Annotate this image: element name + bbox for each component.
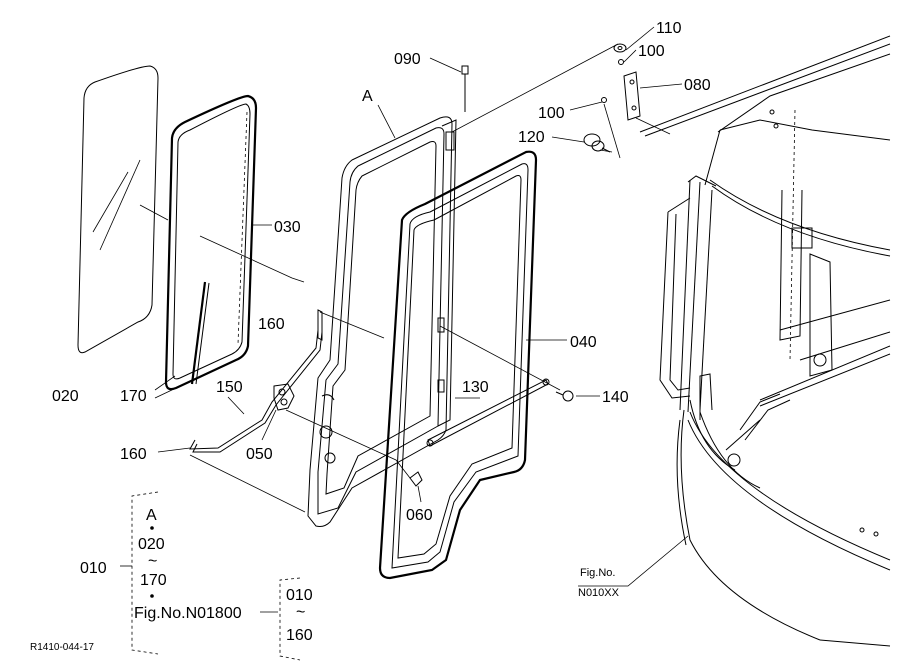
cap-060: [409, 471, 423, 487]
sub-tilde: ~: [296, 604, 305, 621]
weather-strip: [164, 94, 258, 391]
group-from: 020: [138, 536, 165, 553]
part-label-020: 020: [52, 388, 79, 405]
part-label-080: 080: [684, 77, 711, 94]
part-label-120: 120: [518, 129, 545, 146]
part-label-100b: 100: [538, 105, 565, 122]
bolt-090: [461, 65, 469, 112]
seal-strip: [190, 281, 210, 385]
fig-callout-line1: Fig.No.: [580, 567, 615, 579]
sub-to: 160: [286, 627, 313, 644]
part-label-100a: 100: [638, 43, 665, 60]
part-label-030: 030: [274, 219, 301, 236]
group-to: 170: [140, 572, 167, 589]
part-label-a: A: [362, 88, 373, 105]
part-label-130: 130: [462, 379, 489, 396]
part-label-160a: 160: [258, 316, 285, 333]
washer-100b: [601, 97, 607, 103]
group-item-a: A: [146, 507, 157, 524]
part-label-110: 110: [656, 20, 682, 37]
group-tilde: ~: [148, 553, 157, 570]
bolt-140: [555, 390, 574, 402]
part-label-170: 170: [120, 388, 147, 405]
leader-lines: [139, 26, 689, 587]
fig-callout-line2: N010XX: [578, 587, 620, 599]
glass-panel: [77, 65, 159, 354]
latch-050: [273, 383, 295, 411]
group-bracket: [120, 491, 301, 661]
window-frame: [378, 150, 538, 580]
part-label-060: 060: [406, 507, 433, 524]
washer-100a: [618, 59, 624, 65]
sub-from: 010: [286, 587, 313, 604]
group-label: 010: [80, 560, 107, 577]
hinge-080: [623, 71, 641, 121]
group-fig-ref: Fig.No.N01800: [134, 605, 242, 622]
part-label-050: 050: [246, 446, 273, 463]
cab-body: [639, 35, 891, 647]
door-frame: [307, 116, 457, 527]
part-label-040: 040: [570, 334, 597, 351]
lower-rubber-strip: [189, 309, 323, 453]
part-label-160b: 160: [120, 446, 147, 463]
knob-120: [583, 133, 611, 153]
washer-110: [613, 43, 627, 53]
reference-code: R1410-044-17: [30, 642, 94, 653]
part-label-150: 150: [216, 379, 243, 396]
part-label-090: 090: [394, 51, 421, 68]
part-label-140: 140: [602, 389, 629, 406]
